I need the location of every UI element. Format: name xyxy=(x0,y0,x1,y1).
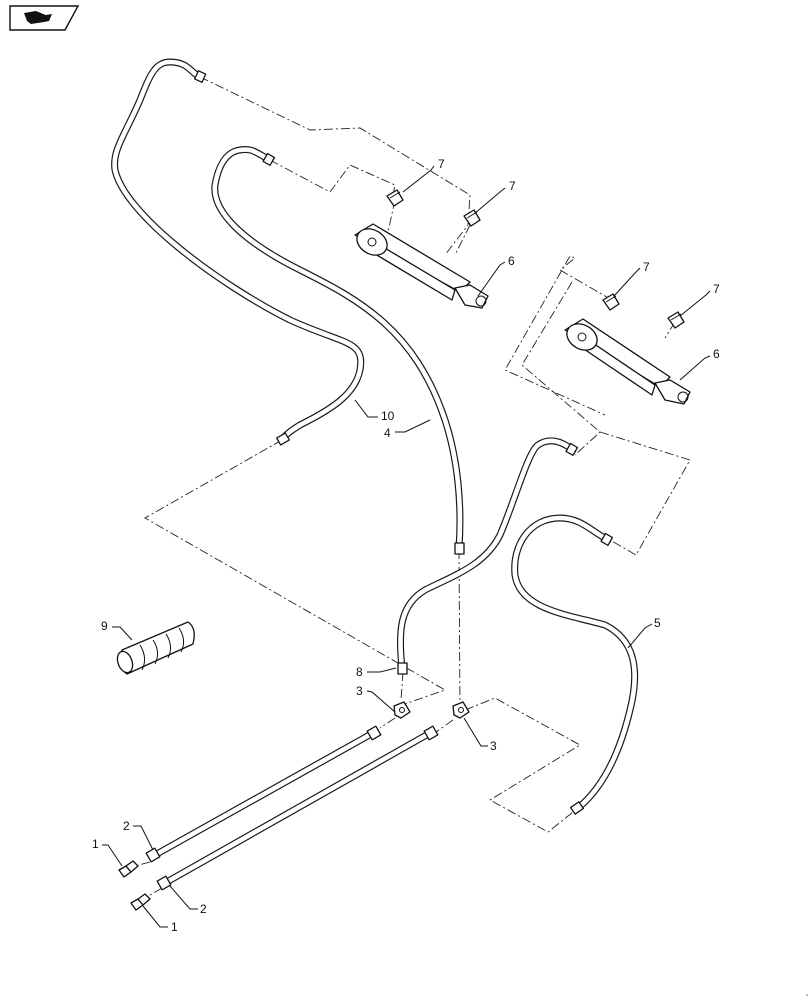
callout-7-c: 7 xyxy=(643,260,650,274)
hose-5[interactable] xyxy=(511,514,639,815)
sleeve-9[interactable] xyxy=(115,621,195,675)
callout-2-a: 2 xyxy=(123,819,130,833)
callout-7-b: 7 xyxy=(509,179,516,193)
callout-4: 4 xyxy=(384,426,391,440)
fitting-1-upper[interactable] xyxy=(118,860,139,878)
tube-2-lower[interactable] xyxy=(156,725,439,891)
callout-1-b: 1 xyxy=(171,920,178,934)
callout-10: 10 xyxy=(381,409,395,423)
leader-lines xyxy=(102,165,711,928)
callout-7-a: 7 xyxy=(438,157,445,171)
fitting-7-c[interactable] xyxy=(602,293,620,311)
fitting-7-b[interactable] xyxy=(463,209,481,227)
hose-8[interactable] xyxy=(396,437,579,675)
callout-6-b: 6 xyxy=(713,347,720,361)
callout-1-a: 1 xyxy=(92,837,99,851)
fitting-3-left[interactable] xyxy=(393,701,411,719)
callout-6-a: 6 xyxy=(508,254,515,268)
cylinder-6-upper[interactable] xyxy=(352,223,489,309)
cylinder-6-lower[interactable] xyxy=(562,318,691,405)
callout-3-b: 3 xyxy=(490,739,497,753)
hose-4[interactable] xyxy=(211,146,465,555)
callout-9: 9 xyxy=(101,619,108,633)
tube-2-upper[interactable] xyxy=(145,725,382,863)
open-book-icon[interactable] xyxy=(9,5,80,31)
corner-mark xyxy=(805,993,809,997)
fitting-7-a[interactable] xyxy=(386,189,404,207)
callout-3-a: 3 xyxy=(356,684,363,698)
fitting-3-right[interactable] xyxy=(452,701,470,719)
connection-lines xyxy=(127,76,691,901)
callout-2-b: 2 xyxy=(200,902,207,916)
fitting-1-lower[interactable] xyxy=(130,893,151,911)
callout-5: 5 xyxy=(654,616,661,630)
callout-7-d: 7 xyxy=(713,282,720,296)
callout-8: 8 xyxy=(356,665,363,679)
callout-labels: 7 7 6 7 7 6 10 4 5 9 8 3 3 2 1 2 1 xyxy=(92,157,720,934)
hose-10[interactable] xyxy=(111,58,365,446)
